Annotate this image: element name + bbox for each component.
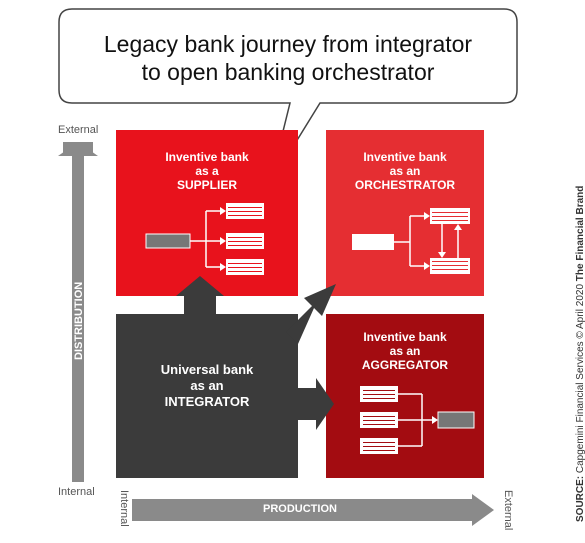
- aggregator-flow-diagram: [360, 386, 475, 454]
- y-axis-top-label: External: [58, 124, 99, 136]
- integrator-arrows-shape: [116, 276, 336, 478]
- orchestrator-title-line-1: Inventive bank: [363, 150, 447, 164]
- orchestrator-title-line-2: as an: [389, 164, 421, 178]
- integrator-title-line-2: as an: [190, 378, 224, 393]
- orchestrator-flow-diagram: [352, 208, 470, 274]
- y-axis-name: DISTRIBUTION: [73, 281, 85, 360]
- source-credit: SOURCE: Capgemini Financial Services © A…: [575, 186, 585, 522]
- production-axis-arrow: [132, 494, 494, 526]
- integrator-title-line-1: Universal bank: [160, 362, 254, 377]
- source-brand: The Financial Brand: [575, 185, 585, 282]
- source-label: SOURCE:: [575, 475, 585, 522]
- integrator-title-line-3: INTEGRATOR: [164, 394, 250, 409]
- x-axis-left-label: Internal: [118, 490, 130, 527]
- aggregator-title-line-3: AGGREGATOR: [361, 358, 449, 372]
- title-callout: Legacy bank journey from integrator to o…: [58, 8, 518, 185]
- x-axis-name: PRODUCTION: [263, 503, 337, 515]
- aggregator-title-line-1: Inventive bank: [363, 330, 447, 344]
- orchestrator-quadrant: Inventive bank as an ORCHESTRATOR: [326, 130, 484, 296]
- supplier-title-line-2: as a: [195, 164, 219, 178]
- y-axis-bottom-label: Internal: [58, 486, 95, 498]
- supplier-title-line-3: SUPPLIER: [176, 178, 237, 192]
- aggregator-quadrant: Inventive bank as an AGGREGATOR: [326, 314, 484, 478]
- supplier-flow-diagram: [145, 203, 264, 275]
- orchestrator-title-line-3: ORCHESTRATOR: [354, 178, 456, 192]
- aggregator-title-line-2: as an: [389, 344, 421, 358]
- supplier-title-line-1: Inventive bank: [165, 150, 249, 164]
- distribution-axis-arrow: [58, 142, 98, 482]
- callout-title-line-2: to open banking orchestrator: [141, 59, 435, 85]
- integrator-quadrant: Universal bank as an INTEGRATOR: [116, 314, 298, 478]
- supplier-quadrant: Inventive bank as a SUPPLIER: [116, 130, 298, 296]
- x-axis-right-label: External: [502, 490, 514, 531]
- callout-title-line-1: Legacy bank journey from integrator: [103, 31, 473, 57]
- source-text: Capgemini Financial Services © April 202…: [575, 281, 585, 476]
